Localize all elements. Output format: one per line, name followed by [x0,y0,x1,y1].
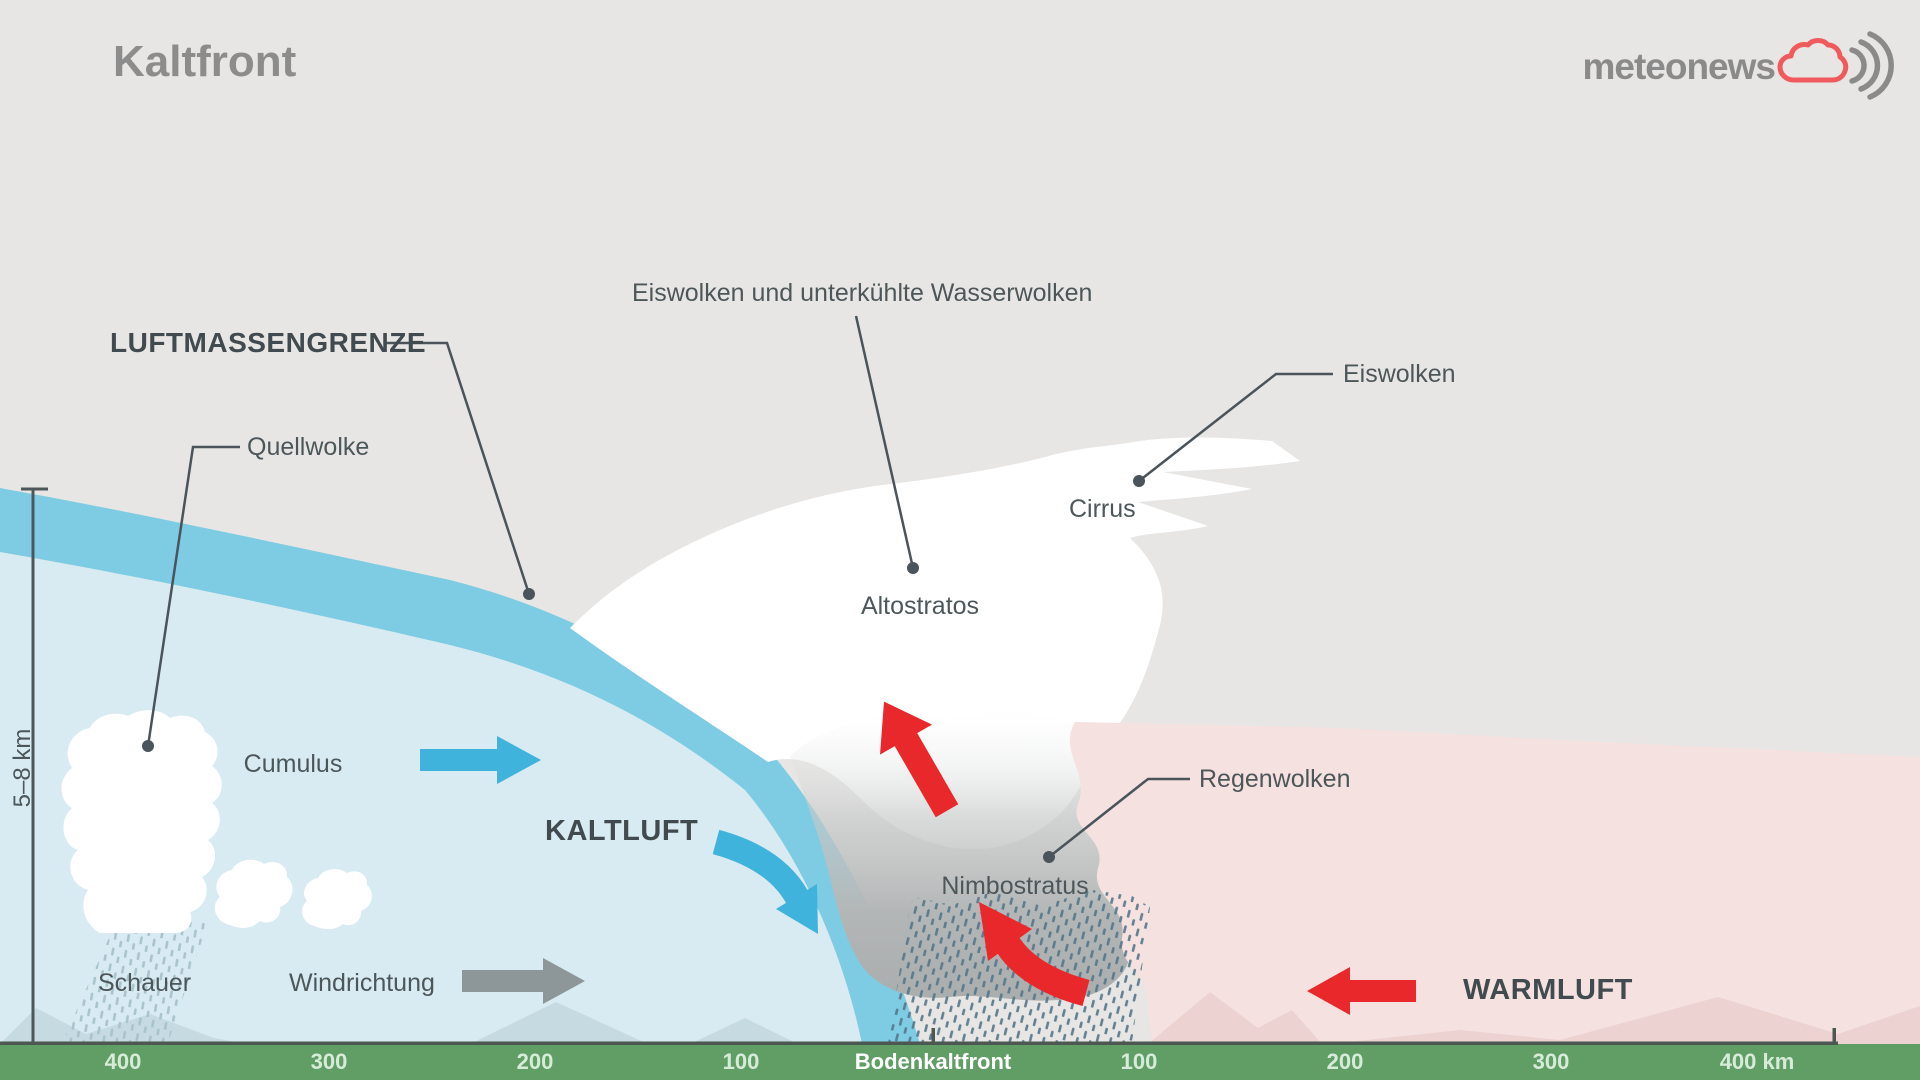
warm-air-curved-arrowhead [979,902,1032,961]
x-tick-100-right: 100 [1121,1049,1158,1074]
label-altostratos: Altostratos [861,592,979,620]
x-tick-400km-right: 400 km [1720,1049,1795,1074]
label-schauer: Schauer [98,969,191,997]
x-tick-300-left: 300 [311,1049,348,1074]
logo-wave-arc-2 [1858,39,1881,92]
x-axis-line [0,1041,1838,1045]
leader-dot-eiswolken [1133,475,1145,487]
x-axis-tick-end [1832,1028,1836,1044]
cold-mountains [0,1002,798,1044]
logo-text: meteonews [1582,46,1775,87]
leader-eiswolken-wasserwolken [854,315,915,569]
wind-arrow-blue [420,736,541,784]
leader-quellwolke [146,445,240,747]
warmluft-arrow [1307,967,1416,1015]
wind-direction-arrow [462,958,585,1004]
x-tick-300-right: 300 [1533,1049,1570,1074]
label-eiswolken-wasserwolken: Eiswolken und unterkühlte Wasserwolken [632,279,1092,307]
leader-dot-eiswolken-wasserwolken [907,562,919,574]
label-quellwolke: Quellwolke [247,433,369,461]
x-tick-200-left: 200 [517,1049,554,1074]
y-axis-label: 5–8 km [9,729,36,808]
shower-hatch [62,922,208,1043]
leader-regenwolken [1048,777,1190,858]
leader-eiswolken [1138,372,1333,482]
leader-dot-quellwolke [142,740,154,752]
warm-mountains [1148,992,1920,1044]
x-tick-bodenkaltfront: Bodenkaltfront [855,1049,1012,1074]
leader-dot-luftmassengrenze [523,588,535,600]
logo-wave-arc-3 [1867,31,1894,100]
x-tick-100-left: 100 [723,1049,760,1074]
label-regenwolken: Regenwolken [1199,765,1351,793]
warm-air-rising-arrow [880,701,959,818]
label-kaltluft: KALTLUFT [545,815,698,847]
meteonews-logo: meteonews [1582,31,1894,100]
logo-wave-arc-1 [1849,47,1867,84]
logo-cloud-icon [1777,38,1849,83]
altostratus-cirrus-cloud [570,437,1300,850]
cumulus-cloud-small-1 [214,859,293,928]
label-cirrus: Cirrus [1069,495,1136,523]
label-cumulus: Cumulus [244,750,343,778]
front-boundary-band [0,488,920,1044]
label-nimbostratus: Nimbostratus [941,872,1088,900]
label-warmluft: WARMLUFT [1463,974,1633,1006]
leader-luftmassengrenze [386,341,531,595]
cold-air-curved-arrowhead [776,884,818,934]
label-windrichtung: Windrichtung [289,969,435,997]
x-tick-200-right: 200 [1327,1049,1364,1074]
ground-strip [0,1044,1920,1080]
leader-dot-regenwolken [1043,851,1055,863]
cumulus-cloud-small-2 [302,869,372,930]
label-luftmassengrenze: LUFTMASSENGRENZE [110,327,426,358]
page-title: Kaltfront [113,37,297,86]
warm-air-region [1069,722,1920,1044]
label-eiswolken: Eiswolken [1343,360,1456,388]
x-tick-400-left: 400 [105,1049,142,1074]
cumulus-cloud-large [61,710,222,933]
x-axis-tick-front [931,1028,935,1044]
cold-air-curved-arrow [712,829,808,904]
warm-air-curved-arrow [996,937,1090,1007]
cold-air-region [0,552,862,1044]
